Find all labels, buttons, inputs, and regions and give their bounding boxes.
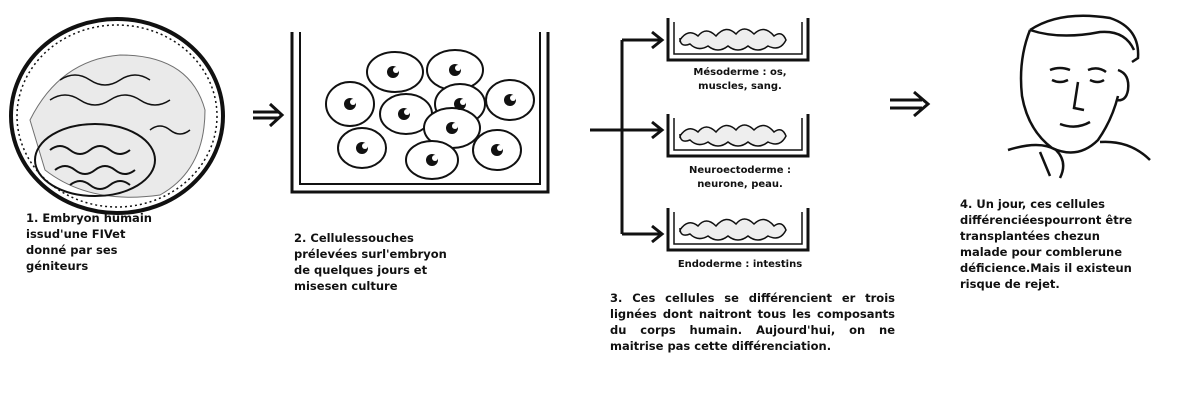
neuroectoderm-tray-illustration bbox=[668, 114, 808, 156]
step-4-caption: 4. Un jour, ces cellules différenciéespo… bbox=[960, 196, 1170, 292]
arrow-icon bbox=[253, 104, 282, 126]
step-3-caption: 3. Ces cellules se différencient er troi… bbox=[610, 290, 895, 354]
endoderm-tray-illustration bbox=[668, 208, 808, 250]
neuroectoderm-label: Neuroectoderme : neurone, peau. bbox=[650, 164, 830, 192]
branch-arrows bbox=[590, 32, 662, 242]
patient-illustration bbox=[1008, 16, 1150, 178]
step-2-caption: 2. Cellulessouches prélevées surl'embryo… bbox=[294, 230, 524, 294]
culture-dish-illustration bbox=[292, 32, 548, 192]
mesoderm-label: Mésoderme : os, muscles, sang. bbox=[650, 66, 830, 94]
endoderm-label: Endoderme : intestins bbox=[650, 258, 830, 272]
arrow-icon bbox=[890, 92, 928, 116]
step-1-caption: 1. Embryon humain issud'une FIVet donné … bbox=[26, 210, 246, 274]
embryo-illustration bbox=[11, 19, 223, 213]
mesoderm-tray-illustration bbox=[668, 18, 808, 60]
